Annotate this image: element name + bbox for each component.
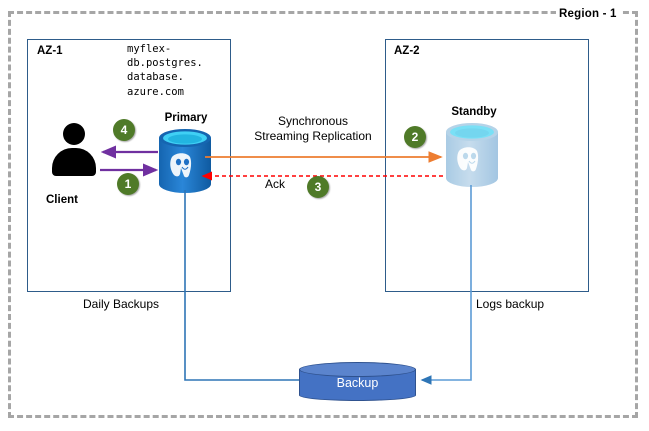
backup-cylinder-top bbox=[299, 362, 416, 377]
user-body-shape bbox=[52, 148, 96, 176]
availability-zone-1-label: AZ-1 bbox=[37, 45, 63, 57]
backup-label: Backup bbox=[336, 376, 379, 390]
ack-label: Ack bbox=[265, 177, 286, 191]
region-boundary bbox=[8, 11, 638, 418]
database-hostname-text: myflex- db.postgres. database. azure.com bbox=[127, 43, 203, 98]
backup-storage-icon: Backup bbox=[299, 362, 416, 406]
client-user-icon bbox=[51, 123, 97, 176]
standby-database-icon bbox=[444, 122, 500, 194]
step-badge-1: 1 bbox=[117, 173, 139, 195]
primary-database-label: Primary bbox=[164, 112, 208, 124]
logs-backup-label: Logs backup bbox=[476, 297, 545, 311]
availability-zone-2-label: AZ-2 bbox=[394, 45, 420, 57]
replication-label: Synchronous Streaming Replication bbox=[248, 114, 378, 144]
availability-zone-2-box bbox=[385, 39, 589, 292]
standby-database-label: Standby bbox=[451, 106, 497, 118]
replication-label-line1: Synchronous bbox=[277, 114, 349, 128]
client-label: Client bbox=[46, 194, 78, 206]
replication-label-line2: Streaming Replication bbox=[254, 129, 372, 143]
user-head-shape bbox=[63, 123, 85, 145]
primary-database-icon bbox=[157, 128, 213, 200]
daily-backups-label: Daily Backups bbox=[83, 297, 160, 311]
availability-zone-1-box bbox=[27, 39, 231, 292]
step-badge-2: 2 bbox=[404, 126, 426, 148]
region-title: Region - 1 bbox=[556, 8, 620, 20]
step-badge-3: 3 bbox=[307, 176, 329, 198]
step-badge-4: 4 bbox=[113, 119, 135, 141]
